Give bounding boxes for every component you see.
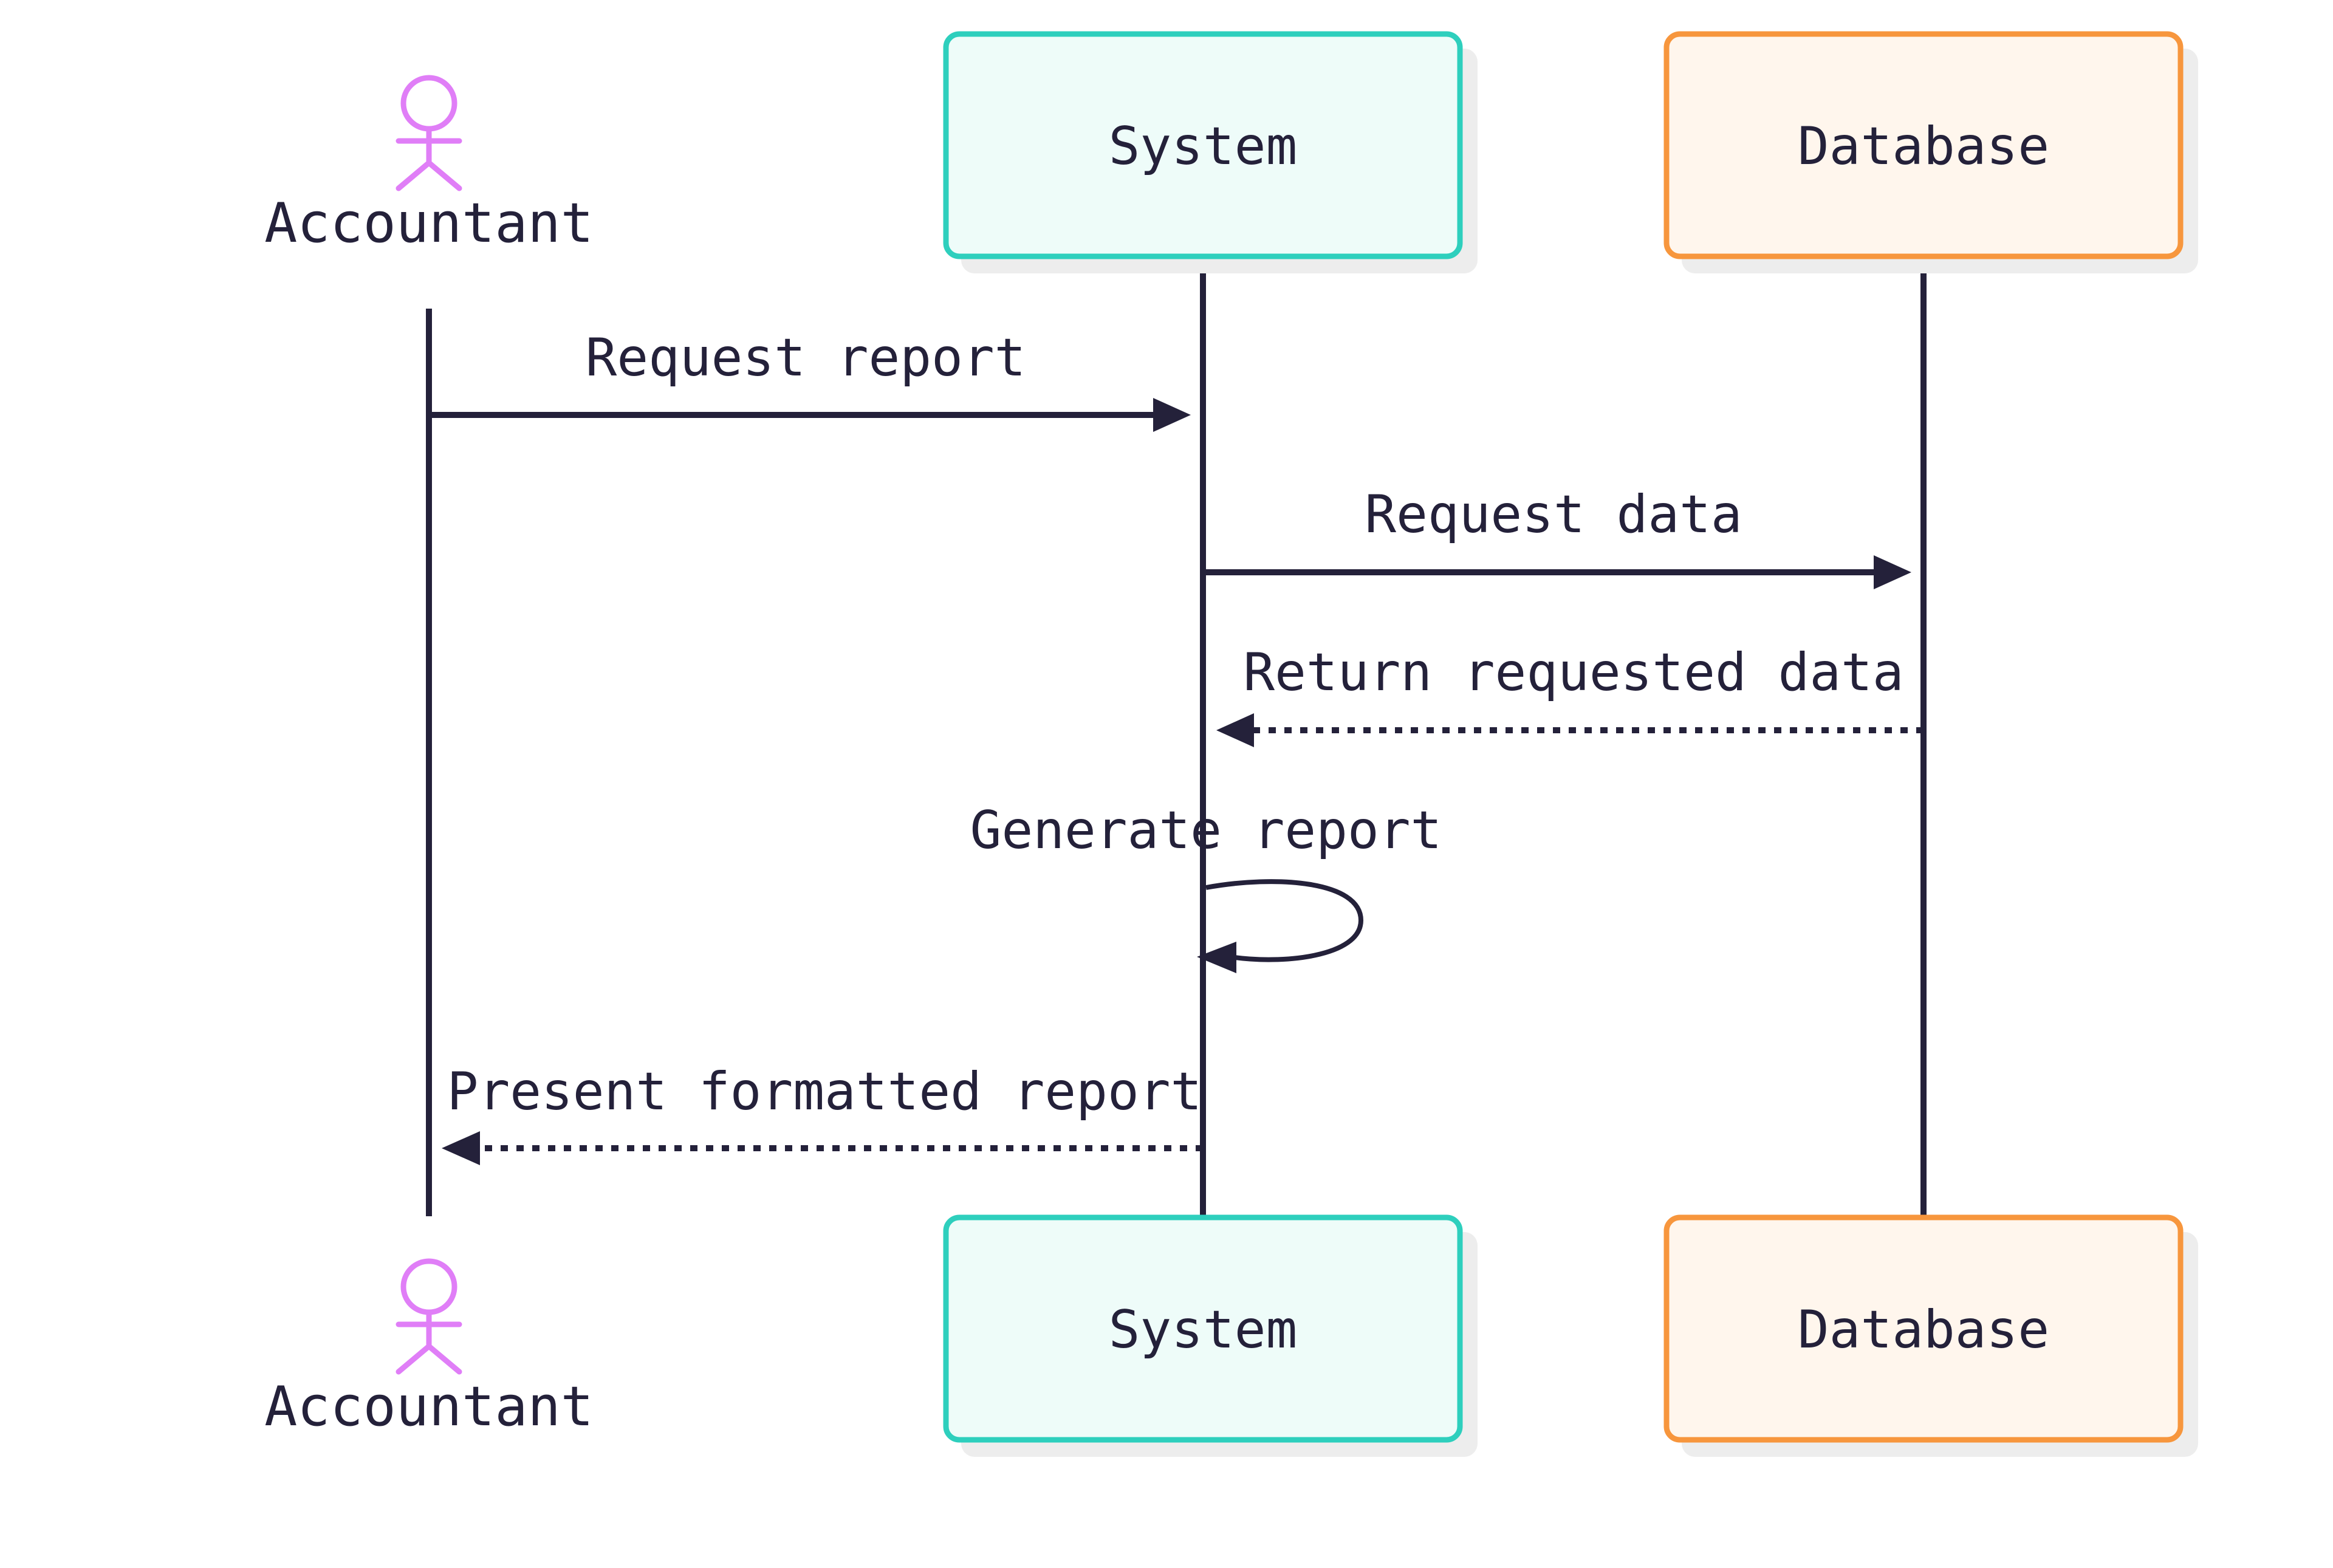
actor-accountant-top-label: Accountant <box>264 191 594 255</box>
participant-system-bottom-label: System <box>1109 1299 1298 1360</box>
arrowhead-icon <box>1216 713 1254 747</box>
arrowhead-icon <box>1874 555 1911 589</box>
message-label: Request data <box>1365 484 1742 545</box>
arrowhead-icon <box>1153 398 1191 432</box>
participant-database-top-label: Database <box>1798 116 2049 177</box>
actor-accountant-bottom: Accountant <box>264 1258 594 1439</box>
message-label: Generate report <box>970 800 1442 861</box>
participant-system-top-label: System <box>1109 116 1298 177</box>
message-request-data: Request data <box>1203 484 1911 589</box>
stick-figure-icon <box>396 1258 462 1375</box>
participant-system-bottom: System <box>943 1214 1478 1457</box>
arrowhead-icon <box>442 1131 480 1165</box>
participant-box <box>1663 31 2184 259</box>
message-label: Request report <box>586 327 1026 388</box>
message-return-requested-data: Return requested data <box>1216 642 1924 747</box>
message-generate-report: Generate report <box>970 800 1442 973</box>
participant-box <box>943 31 1463 259</box>
message-present-formatted-report: Present formatted report <box>442 1061 1203 1165</box>
participant-box <box>943 1214 1463 1443</box>
stick-figure-icon <box>396 75 462 191</box>
message-label: Return requested data <box>1243 642 1903 703</box>
participant-box <box>1663 1214 2184 1443</box>
actor-accountant-top: Accountant <box>264 75 594 255</box>
participant-system-top: System <box>943 31 1478 273</box>
message-request-report: Request report <box>429 327 1191 432</box>
actor-accountant-bottom-label: Accountant <box>264 1375 594 1439</box>
participant-database-top: Database <box>1663 31 2198 273</box>
arrowhead-icon <box>1197 942 1236 973</box>
message-label: Present formatted report <box>447 1061 1202 1122</box>
participant-database-bottom: Database <box>1663 1214 2198 1457</box>
self-loop-arrow <box>1205 879 1364 962</box>
participant-database-bottom-label: Database <box>1798 1299 2049 1360</box>
